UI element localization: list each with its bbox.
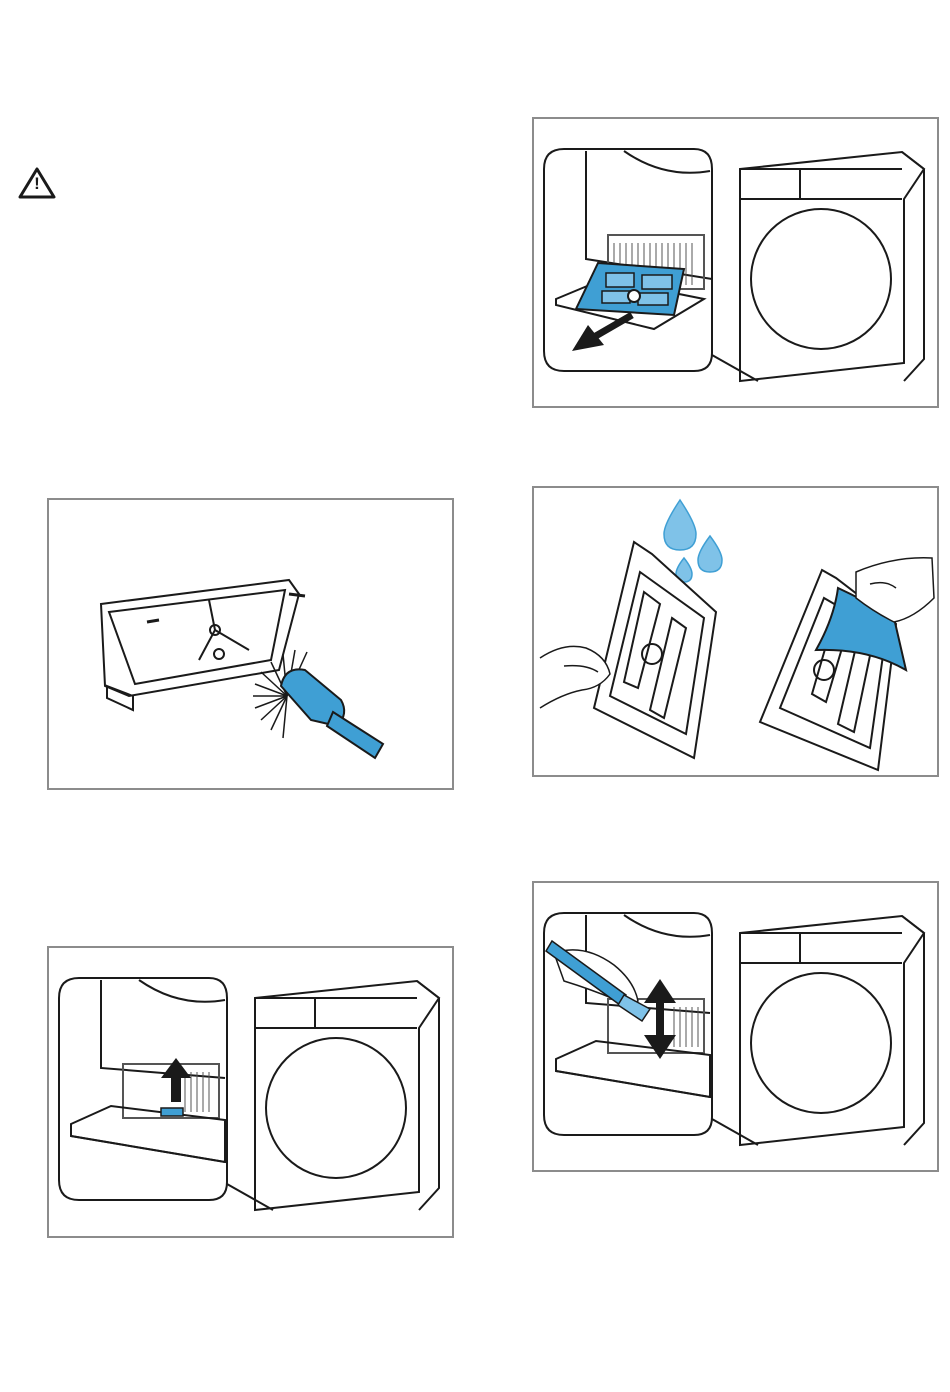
dryer-filter-pullout-illustration <box>534 119 937 406</box>
illustration-brush-heat-exchanger <box>532 881 939 1172</box>
warning-symbol: ! <box>18 166 56 200</box>
illustration-rinse-and-dry-filter <box>532 486 939 777</box>
filter-insert-illustration <box>49 948 452 1236</box>
filter-frame-brush-illustration <box>49 500 452 788</box>
heat-exchanger-brush-illustration <box>534 883 937 1170</box>
illustration-pull-out-filter <box>532 117 939 408</box>
zoom-callout <box>544 913 758 1145</box>
dryer-icon <box>255 981 439 1210</box>
zoom-callout <box>59 978 273 1210</box>
warning-exclamation: ! <box>18 174 56 194</box>
water-drops-icon <box>664 500 722 582</box>
dryer-icon <box>740 152 924 381</box>
dryer-icon <box>740 916 924 1145</box>
filter-blue-handle <box>161 1108 183 1116</box>
illustration-insert-filter <box>47 946 454 1238</box>
filter-rinse-illustration <box>534 488 937 775</box>
filter-left-icon <box>594 542 716 758</box>
brush-icon <box>281 669 383 758</box>
illustration-brush-filter-frame <box>47 498 454 790</box>
